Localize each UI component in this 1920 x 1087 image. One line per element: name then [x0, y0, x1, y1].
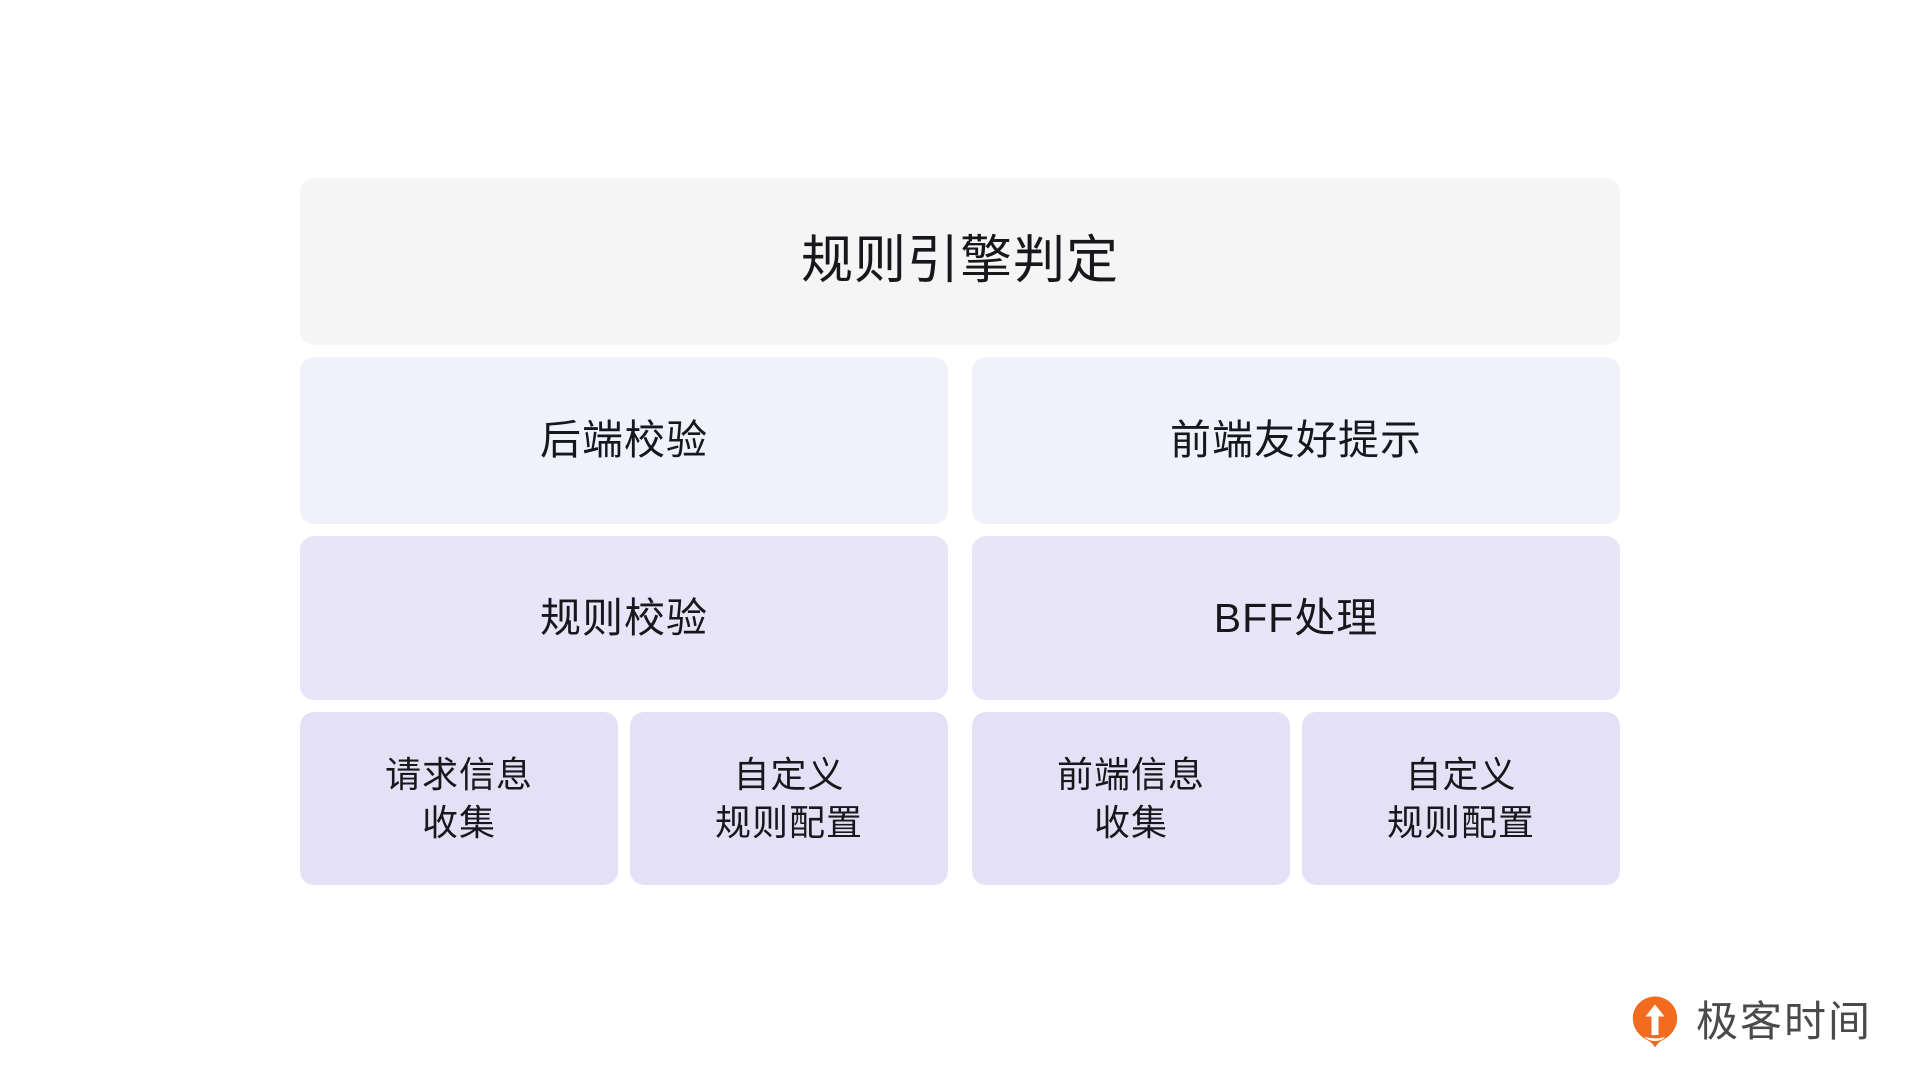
diagram-title-label: 规则引擎判定 [800, 232, 1119, 291]
diagram-column-backend-level1: 后端校验 [300, 357, 948, 524]
box-backend-custom-rule-config-label: 自定义 规则配置 [714, 753, 863, 843]
diagram-title-box: 规则引擎判定 [300, 178, 1620, 345]
box-backend-validation-label: 后端校验 [540, 417, 708, 464]
brand-wordmark: 极客时间 [1695, 998, 1872, 1045]
diagram-level2-row: 规则校验 BFF处理 [300, 536, 1620, 700]
box-frontend-friendly-tip[interactable]: 前端友好提示 [972, 357, 1620, 524]
diagram-column-backend-level2: 规则校验 [300, 536, 948, 700]
box-backend-custom-rule-config[interactable]: 自定义 规则配置 [630, 712, 948, 885]
diagram-column-frontend-level3: 前端信息 收集 自定义 规则配置 [972, 712, 1620, 885]
diagram-column-backend-level3: 请求信息 收集 自定义 规则配置 [300, 712, 948, 885]
box-rule-validation[interactable]: 规则校验 [300, 536, 948, 700]
diagram-level3-row: 请求信息 收集 自定义 规则配置 前端信息 收集 自定义 规则配置 [300, 712, 1620, 885]
diagram-column-frontend-level2: BFF处理 [972, 536, 1620, 700]
box-frontend-info-collection-label: 前端信息 收集 [1056, 753, 1205, 843]
box-frontend-custom-rule-config[interactable]: 自定义 规则配置 [1302, 712, 1620, 885]
box-frontend-info-collection[interactable]: 前端信息 收集 [972, 712, 1290, 885]
box-request-info-collection-label: 请求信息 收集 [384, 753, 533, 843]
box-bff-processing-label: BFF处理 [1213, 594, 1379, 641]
box-frontend-friendly-tip-label: 前端友好提示 [1170, 417, 1422, 464]
box-bff-processing[interactable]: BFF处理 [972, 536, 1620, 700]
box-request-info-collection[interactable]: 请求信息 收集 [300, 712, 618, 885]
box-backend-validation[interactable]: 后端校验 [300, 357, 948, 524]
diagram-root: 规则引擎判定 后端校验 前端友好提示 规则校验 BFF处理 [300, 178, 1620, 885]
box-rule-validation-label: 规则校验 [540, 594, 708, 641]
diagram-level1-row: 后端校验 前端友好提示 [300, 357, 1620, 524]
diagram-column-frontend-level1: 前端友好提示 [972, 357, 1620, 524]
geektime-pin-icon [1632, 996, 1678, 1048]
brand-logo: 极客时间 [1628, 995, 1872, 1049]
box-frontend-custom-rule-config-label: 自定义 规则配置 [1386, 753, 1535, 843]
